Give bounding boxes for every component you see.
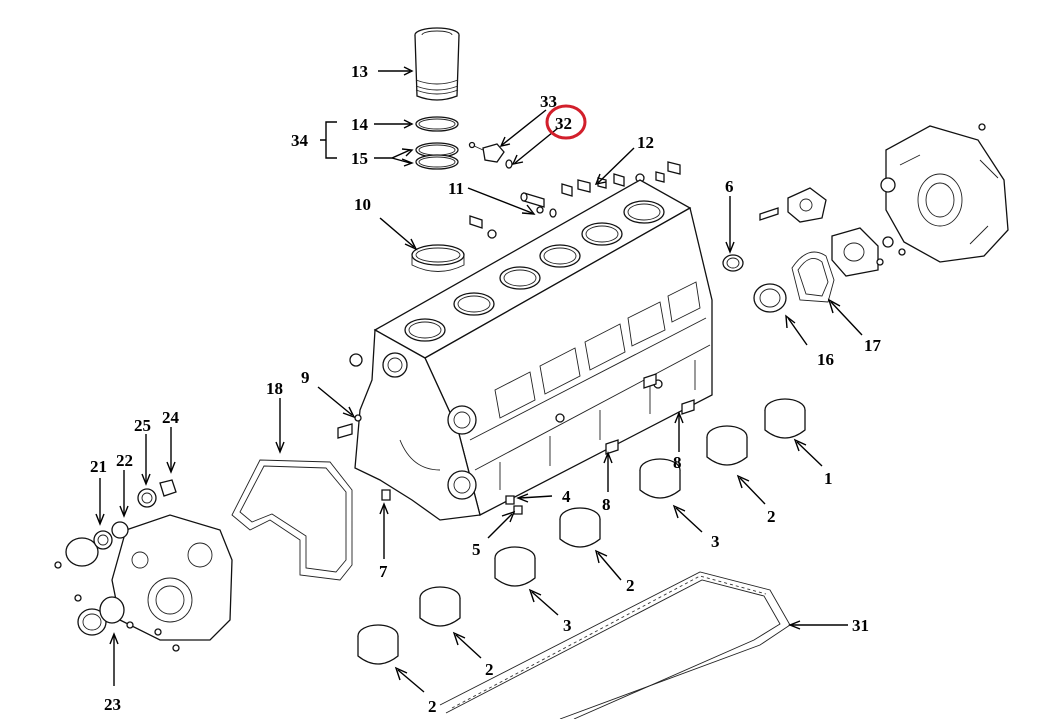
callout-32-highlight [545,104,587,140]
callout-14: 14 [351,115,369,134]
callout-10: 10 [354,195,371,214]
front-cover-gasket [231,459,353,581]
callout-5: 5 [472,540,481,559]
callout-18: 18 [266,379,283,398]
leader-lines [95,66,863,693]
callout-3-a: 3 [711,532,720,551]
bearing-shell-1 [764,398,806,439]
callout-13: 13 [351,62,368,81]
bearing-shell-2c [419,586,461,627]
callout-23: 23 [104,695,121,714]
callout-25: 25 [134,416,151,435]
bearing-shell-3a [639,458,681,499]
counterbore-ring [411,244,465,272]
callout-34: 34 [291,131,309,150]
liner-seal-rings [415,116,459,170]
callout-33: 33 [540,92,557,111]
callout-2-a: 2 [767,507,776,526]
bearing-shell-2d [357,624,399,665]
cylinder-liner [414,27,460,101]
bearing-shell-2a [706,425,748,466]
rear-seal-small [722,254,744,272]
front-cover [111,514,233,641]
flywheel-housing [880,123,1009,263]
callout-4: 4 [562,487,571,506]
callout-17: 17 [864,336,882,355]
callout-15: 15 [351,149,368,168]
callout-3-b: 3 [563,616,572,635]
callout-1: 1 [824,469,833,488]
rear-adapter-plate [759,187,827,223]
callout-16: 16 [817,350,834,369]
callout-7: 7 [379,562,388,581]
callout-31: 31 [852,616,869,635]
callout-11: 11 [448,179,464,198]
sensor-assembly [468,141,513,169]
callout-22: 22 [116,451,133,470]
rear-cover-gasket [791,251,835,303]
bearing-shell-2b [559,507,601,548]
rear-cover-plate [831,227,906,277]
block-plugs [469,161,681,239]
callout-2-b: 2 [626,576,635,595]
callout-2-d: 2 [428,697,437,716]
callout-labels: 13 33 32 14 34 15 12 11 10 6 16 17 9 18 … [90,62,882,716]
callout-32: 32 [555,114,572,133]
engine-block [349,179,713,521]
callout-21: 21 [90,457,107,476]
callout-6: 6 [725,177,734,196]
bracket-34 [320,121,337,159]
block-bolts [337,373,695,515]
oil-pan-gasket [439,571,791,719]
callout-24: 24 [162,408,180,427]
callout-12: 12 [637,133,654,152]
callout-8-lower: 8 [602,495,611,514]
callout-2-c: 2 [485,660,494,679]
callout-8-upper: 8 [673,453,682,472]
front-seal-parts [54,479,180,652]
bearing-shell-3b [494,546,536,587]
rear-crankshaft-seal [753,283,787,313]
callout-9: 9 [301,368,310,387]
